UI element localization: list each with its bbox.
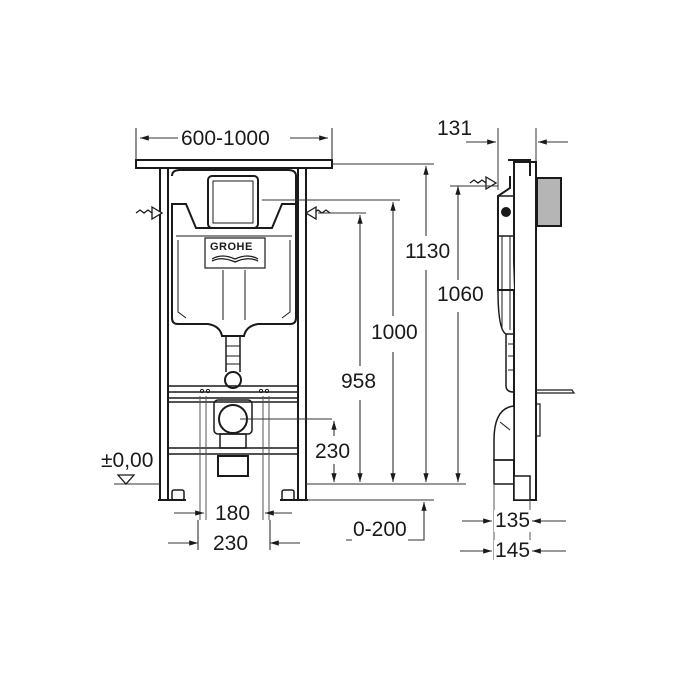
floor-level-icon [116,474,136,485]
side-view-frame [493,128,576,560]
dim-fixing-inner: 180 [214,502,252,525]
dimension-lines-front [114,128,466,550]
brand-logo-icon [211,255,259,263]
dim-fixing-outer: 230 [212,532,250,555]
dim-height-inlet: 1000 [370,321,419,344]
dimension-lines-side [450,139,568,554]
front-view-frame [135,159,333,520]
dim-depth-bottom-inner: 135 [494,509,532,532]
dim-height-958: 958 [340,370,378,393]
dim-width-range: 600-1000 [180,127,271,150]
dim-height-total: 1130 [404,240,452,263]
dim-side-height-inlet: 1060 [436,283,485,306]
dim-depth-bottom-outer: 145 [494,539,532,562]
brand-logo: GROHE [210,241,253,253]
dim-floor-level: ±0,00 [101,449,154,472]
dim-height-outlet: 230 [314,440,352,463]
water-inlet-icon [135,205,331,221]
dim-depth-top: 131 [437,117,473,140]
water-inlet-side-icon [469,175,498,191]
dim-floor-adjust: 0-200 [352,518,408,541]
